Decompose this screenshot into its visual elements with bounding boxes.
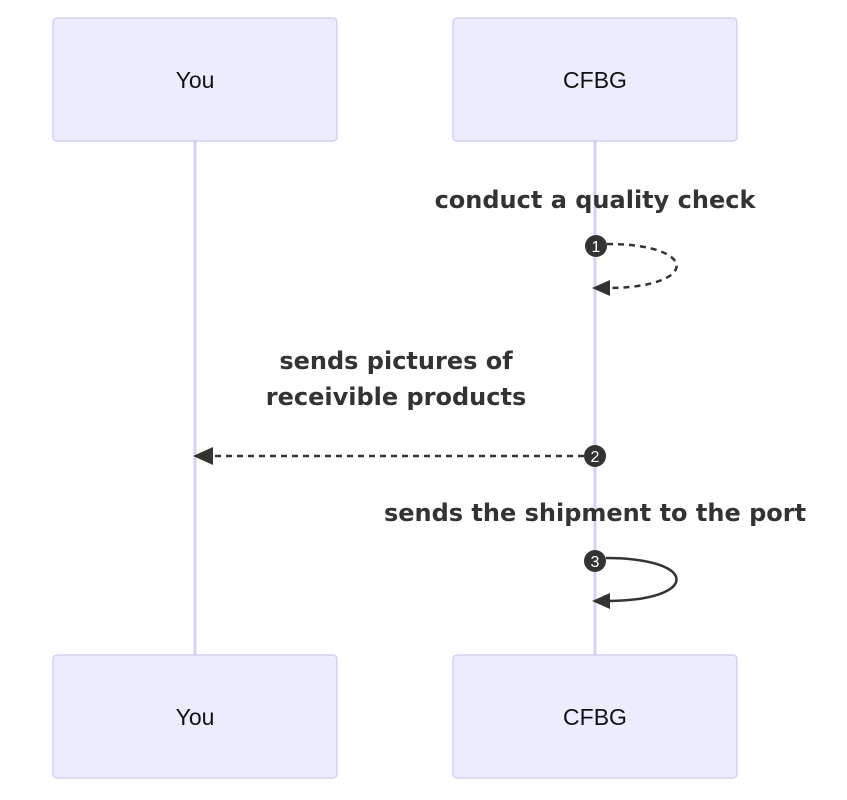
message-1: conduct a quality check 1 — [435, 186, 757, 296]
message-2: sends pictures of receivible products 2 — [193, 347, 606, 467]
actor-box — [52, 654, 338, 779]
arrow-head-icon — [592, 593, 610, 609]
actor-box — [452, 654, 738, 779]
sequence-number-badge — [584, 550, 606, 572]
message-text: sends the shipment to the port — [384, 499, 806, 527]
message-3: sends the shipment to the port 3 — [384, 499, 806, 609]
actor-cfbg-top[interactable]: CFBG — [452, 17, 738, 142]
sequence-number: 3 — [591, 554, 600, 571]
actor-you-top[interactable]: You — [52, 17, 338, 142]
sequence-number: 2 — [591, 449, 600, 466]
sequence-number-badge — [585, 235, 607, 257]
actor-label: You — [176, 704, 215, 730]
self-loop-arrow — [605, 242, 678, 290]
sequence-number-badge — [584, 445, 606, 467]
actor-box — [452, 17, 738, 142]
arrow-head-icon — [193, 447, 213, 465]
self-loop-arrow — [605, 556, 678, 603]
actor-box — [52, 17, 338, 142]
actor-label: CFBG — [563, 67, 627, 93]
arrow-head-icon — [592, 280, 610, 296]
actor-cfbg-bottom[interactable]: CFBG — [452, 654, 738, 779]
message-text-line-1: sends pictures of — [279, 347, 513, 375]
sequence-number: 1 — [592, 239, 601, 256]
actor-label: CFBG — [563, 704, 627, 730]
actor-you-bottom[interactable]: You — [52, 654, 338, 779]
message-text: conduct a quality check — [435, 186, 757, 214]
message-text-line-2: receivible products — [266, 383, 527, 411]
actor-label: You — [176, 67, 215, 93]
